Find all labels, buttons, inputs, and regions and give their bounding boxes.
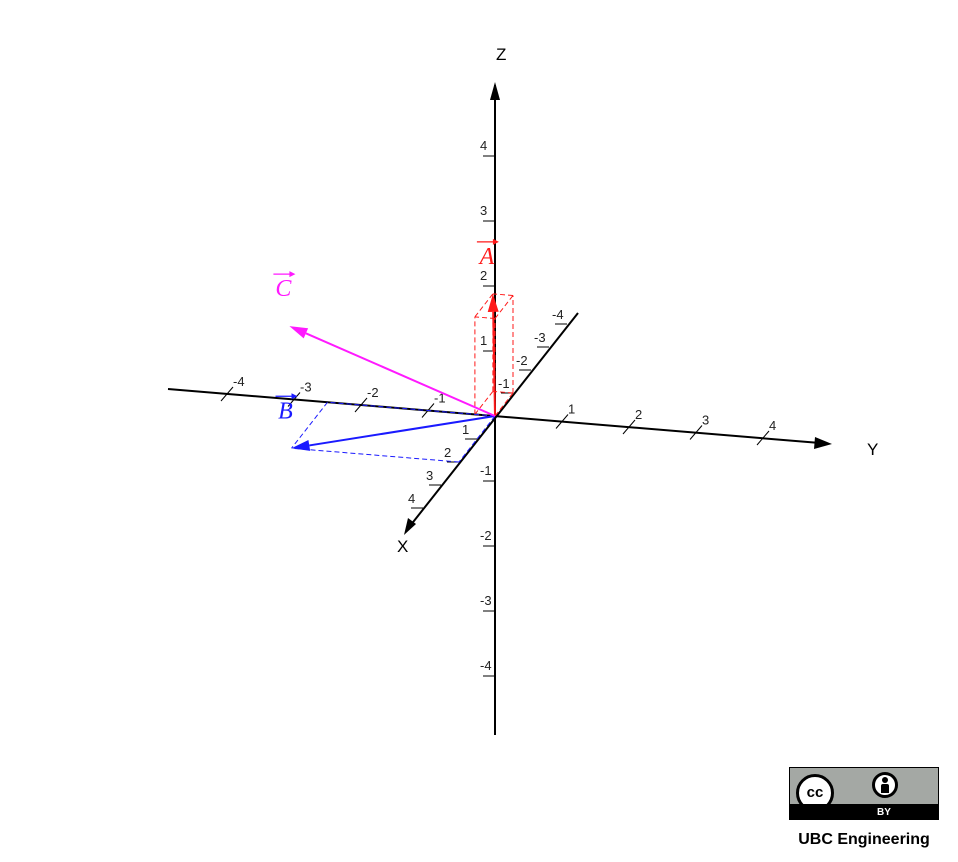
z-tick-label: -4 <box>480 658 492 673</box>
vector-A-box-edge <box>494 295 514 319</box>
y-axis-label: Y <box>867 440 878 459</box>
x-axis-label: X <box>397 537 408 556</box>
svg-text:A: A <box>478 244 495 270</box>
vector-C-shaft <box>305 332 496 417</box>
y-tick-label: 1 <box>568 402 575 417</box>
vector-A-box-edge <box>492 293 514 296</box>
y-tick-label: 3 <box>702 413 709 428</box>
vector-A-box-edge <box>474 293 494 318</box>
y-tick-label: -1 <box>434 391 446 406</box>
svg-text:B: B <box>278 398 293 424</box>
vector-A-arrowhead <box>487 293 499 312</box>
x-tick-label: -4 <box>552 307 564 322</box>
y-tick <box>555 414 569 429</box>
organization-name: UBC Engineering <box>798 831 930 848</box>
y-tick-label: -4 <box>233 374 245 389</box>
vector-A-box-edge <box>494 392 514 417</box>
vector-B-box-edge <box>291 401 328 449</box>
x-tick-label: -2 <box>516 353 528 368</box>
y-tick <box>622 419 636 435</box>
x-axis-arrow <box>404 518 416 535</box>
by-text: BY <box>877 807 891 818</box>
x-tick-label: 3 <box>426 468 433 483</box>
x-axis <box>409 312 579 527</box>
vector-B-arrowhead <box>291 440 311 451</box>
z-tick-label: 4 <box>480 138 487 153</box>
attribution-icon <box>872 772 898 798</box>
vectors: A B C <box>273 238 499 451</box>
vector-A-label: A <box>476 238 499 270</box>
x-tick-label: 1 <box>462 422 469 437</box>
x-tick-label: -1 <box>498 376 510 391</box>
svg-text:C: C <box>275 276 292 302</box>
x-tick-label: -3 <box>534 330 546 345</box>
y-tick-label: 2 <box>635 407 642 422</box>
vector-B-box-edge <box>291 447 460 463</box>
z-tick-label: 2 <box>480 268 487 283</box>
z-tick-label: -3 <box>480 593 492 608</box>
vector-B-box-edge <box>458 415 496 463</box>
z-axis-arrow <box>490 82 500 100</box>
vector-A-box-edge <box>474 316 496 319</box>
vector-C-arrowhead <box>289 326 309 339</box>
y-tick <box>756 430 770 446</box>
vector-B-shaft <box>309 415 496 447</box>
z-tick-label: 3 <box>480 203 487 218</box>
z-axis-label: Z <box>496 45 506 64</box>
y-tick-label: -3 <box>300 380 312 395</box>
z-tick-label: 1 <box>480 333 487 348</box>
y-axis-arrow <box>814 437 832 449</box>
y-axis-ticks: 1 2 3 4 -1 -2 -3 -4 <box>220 374 776 446</box>
z-tick-label: -2 <box>480 528 492 543</box>
cc-strip <box>790 804 938 819</box>
vector-B-box-edge <box>327 401 496 417</box>
x-tick-label: 2 <box>444 445 451 460</box>
z-tick-label: -1 <box>480 463 492 478</box>
vector-B-label: B <box>275 393 298 424</box>
vector-C-label: C <box>273 271 296 302</box>
x-tick-label: 4 <box>408 491 415 506</box>
vector-A-box-edge <box>474 391 494 415</box>
z-axis-ticks: 1 2 3 4 -1 -2 -3 -4 <box>480 138 495 677</box>
y-tick-label: 4 <box>769 418 776 433</box>
y-tick-label: -2 <box>367 385 379 400</box>
vector-A-box-edge <box>492 390 514 394</box>
cc-by-badge: cc BY <box>789 767 939 820</box>
y-tick <box>220 386 234 402</box>
y-tick <box>689 425 703 440</box>
y-tick <box>354 397 368 413</box>
license-block: cc BY UBC Engineering <box>789 767 939 855</box>
y-tick <box>287 392 301 407</box>
vector-A-shaft <box>492 311 496 417</box>
